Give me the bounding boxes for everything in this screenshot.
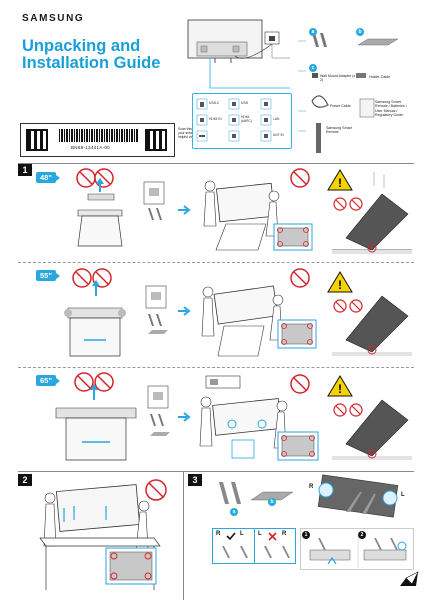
row-divider-55 (18, 262, 414, 263)
step-2-number: 2 (18, 474, 32, 486)
arrow-right-icon (178, 412, 191, 422)
orientation-left-label-wrong: L (258, 531, 262, 537)
orientation-right-label: R (216, 531, 221, 537)
section-divider-bottom (18, 471, 414, 472)
tv-back-diagram (187, 19, 290, 89)
port-label-hdmi: HDMI IN (209, 117, 222, 121)
lift-65-illustration (199, 374, 319, 461)
port-label-usb: USB (241, 101, 248, 105)
svg-text:!: ! (338, 176, 342, 190)
step3-badge-b: b (268, 498, 276, 506)
port-label-lan: LAN (273, 117, 280, 121)
warning-55-illustration: ! (327, 271, 412, 356)
step-2-illustration (39, 479, 167, 590)
document-id: BN68-13441A-00 (71, 145, 110, 150)
connection-ports-panel: USB-C USB HDMI IN HDMI (eARC) LAN ANT IN (192, 93, 292, 149)
step-3-number: 3 (188, 474, 202, 486)
lift-48-illustration (203, 168, 313, 251)
qr-code-left (26, 129, 48, 151)
title-line-1: Unpacking and (22, 37, 141, 55)
title-line-2: Installation Guide (22, 54, 161, 72)
label-power-cable: Power Cable (330, 104, 351, 108)
lift-55-illustration (201, 268, 317, 357)
substep-1-badge: 1 (302, 531, 310, 539)
step3-badge-a: a (230, 508, 238, 516)
orientation-guide (212, 528, 296, 564)
barcode-panel: BN68-13441A-00 (20, 123, 175, 157)
label-remote: Samsung Smart Remote (326, 126, 352, 135)
size-tag-48: 48" (36, 172, 60, 183)
qr-code-right[interactable] (145, 129, 167, 151)
orientation-right-label-wrong: R (282, 531, 287, 537)
orientation-left-label: L (240, 531, 244, 537)
warning-48-illustration: ! (327, 169, 412, 254)
step-1-number: 1 (18, 164, 32, 176)
stand-parts-illustration (219, 482, 294, 504)
stand-orientation-illustration (222, 546, 290, 558)
substeps-panel (300, 528, 414, 570)
port-label-usbc: USB-C (209, 101, 220, 105)
unbox-55-illustration (64, 268, 168, 357)
check-icon (226, 532, 236, 541)
page-title: Unpacking and Installation Guide (22, 38, 192, 72)
arrow-right-icon (178, 205, 191, 215)
port-label-hdmi-earc: HDMI (eARC) (241, 115, 252, 123)
label-manuals: Samsung Smart Remote / Batteries / User … (375, 100, 407, 117)
label-holder-cable: Holder-Cable (369, 75, 391, 79)
accessory-badge-a: a (309, 28, 317, 36)
accessories-diagram (298, 33, 399, 153)
orientation-divider (254, 529, 255, 563)
barcode (59, 129, 139, 142)
vertical-divider (183, 471, 184, 600)
right-label: R (309, 484, 314, 490)
svg-text:!: ! (338, 278, 342, 292)
arrow-right-icon (178, 306, 191, 316)
size-tag-55: 55" (36, 270, 60, 281)
unbox-48-illustration (76, 168, 165, 247)
section-divider (18, 163, 414, 164)
brand-logo: SAMSUNG (22, 13, 85, 24)
unbox-65-illustration (55, 372, 170, 461)
stand-attach-illustration (317, 474, 399, 518)
cross-icon (268, 532, 277, 541)
accessory-badge-c: c (309, 64, 317, 72)
page-turn-icon[interactable] (398, 568, 420, 588)
svg-text:!: ! (338, 382, 342, 396)
accessory-badge-b: b (356, 28, 364, 36)
substep-2-badge: 2 (358, 531, 366, 539)
row-divider-65 (18, 367, 414, 368)
left-label: L (401, 492, 405, 498)
substeps-illustration (309, 532, 407, 568)
ports-grid (196, 98, 272, 142)
warning-65-illustration: ! (327, 375, 412, 460)
size-tag-65: 65" (36, 375, 60, 386)
port-label-ant: ANT IN (273, 133, 284, 137)
label-wall-mount-adapter: Wall Mount Adapter (x 2) (320, 74, 356, 83)
